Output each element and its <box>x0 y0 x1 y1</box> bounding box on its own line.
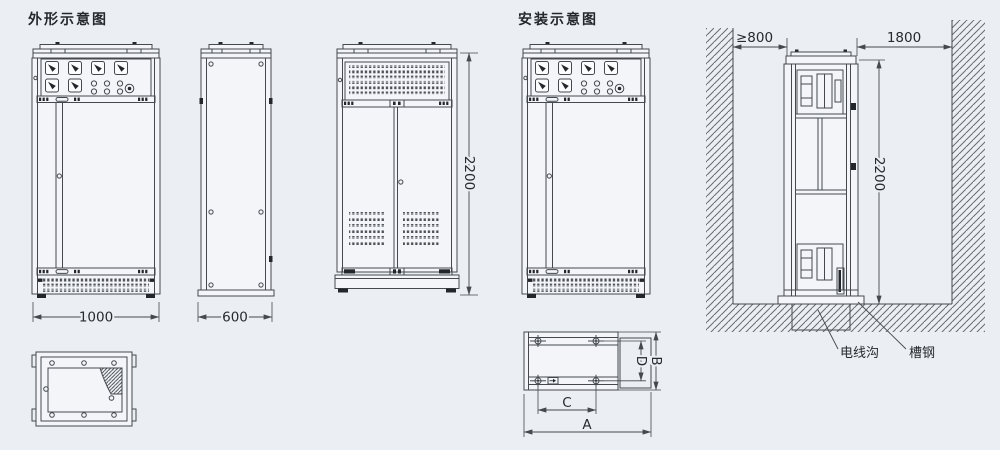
svg-text:1000: 1000 <box>79 310 113 326</box>
install-side-section: ≥800 1800 2200 电线沟 槽钢 <box>706 20 985 363</box>
gland-plate-top-view <box>31 351 137 427</box>
cabinet-rear-view <box>334 41 460 293</box>
cable-entry-hatch <box>99 367 123 395</box>
dimension-bolt-spacing-depth: D <box>604 340 651 382</box>
svg-text:D: D <box>633 356 649 366</box>
cable-trench-callout: 电线沟 <box>817 309 881 363</box>
dimension-cabinet-height: 2200 <box>459 52 479 296</box>
channel-steel-base <box>777 295 865 305</box>
svg-text:2200: 2200 <box>461 156 477 190</box>
floor-hatch <box>706 304 985 332</box>
svg-text:C: C <box>562 395 571 411</box>
foundation-plan-view: C A D B <box>523 331 666 437</box>
svg-text:2200: 2200 <box>871 157 887 191</box>
svg-text:槽钢: 槽钢 <box>909 346 935 361</box>
dimension-bolt-spacing-width: C <box>537 386 597 414</box>
anchor-bolt-icon <box>530 335 546 347</box>
svg-text:1800: 1800 <box>887 30 921 46</box>
cabinet-side-view <box>197 41 275 297</box>
dimension-overall-width: A <box>523 392 652 437</box>
anchor-bolt-icon <box>588 335 604 347</box>
install-front-view <box>522 42 650 298</box>
outline-diagram-title: 外形示意图 <box>28 11 108 28</box>
dimension-install-height: 2200 <box>859 59 889 305</box>
channel-steel-callout: 槽钢 <box>857 301 937 363</box>
anchor-bolt-icon <box>588 374 604 387</box>
svg-text:≥800: ≥800 <box>736 30 773 46</box>
cabinet-front-view <box>32 42 160 298</box>
dimension-front-clearance: 1800 <box>856 28 953 56</box>
svg-text:B: B <box>648 356 664 365</box>
anchor-bolt-icon <box>530 374 546 387</box>
installation-diagram-title: 安装示意图 <box>518 11 598 28</box>
dimension-front-width: 1000 <box>32 302 160 328</box>
dimension-rear-clearance: ≥800 <box>732 28 788 56</box>
dimension-overall-depth: B <box>618 331 666 391</box>
svg-text:A: A <box>582 417 592 433</box>
left-wall-hatch <box>706 28 733 304</box>
install-cabinet-side <box>783 49 859 297</box>
svg-text:600: 600 <box>222 310 248 326</box>
right-wall-hatch <box>952 20 985 304</box>
cable-trench <box>791 303 851 331</box>
dimension-side-depth: 600 <box>197 302 273 328</box>
svg-text:电线沟: 电线沟 <box>840 346 879 361</box>
